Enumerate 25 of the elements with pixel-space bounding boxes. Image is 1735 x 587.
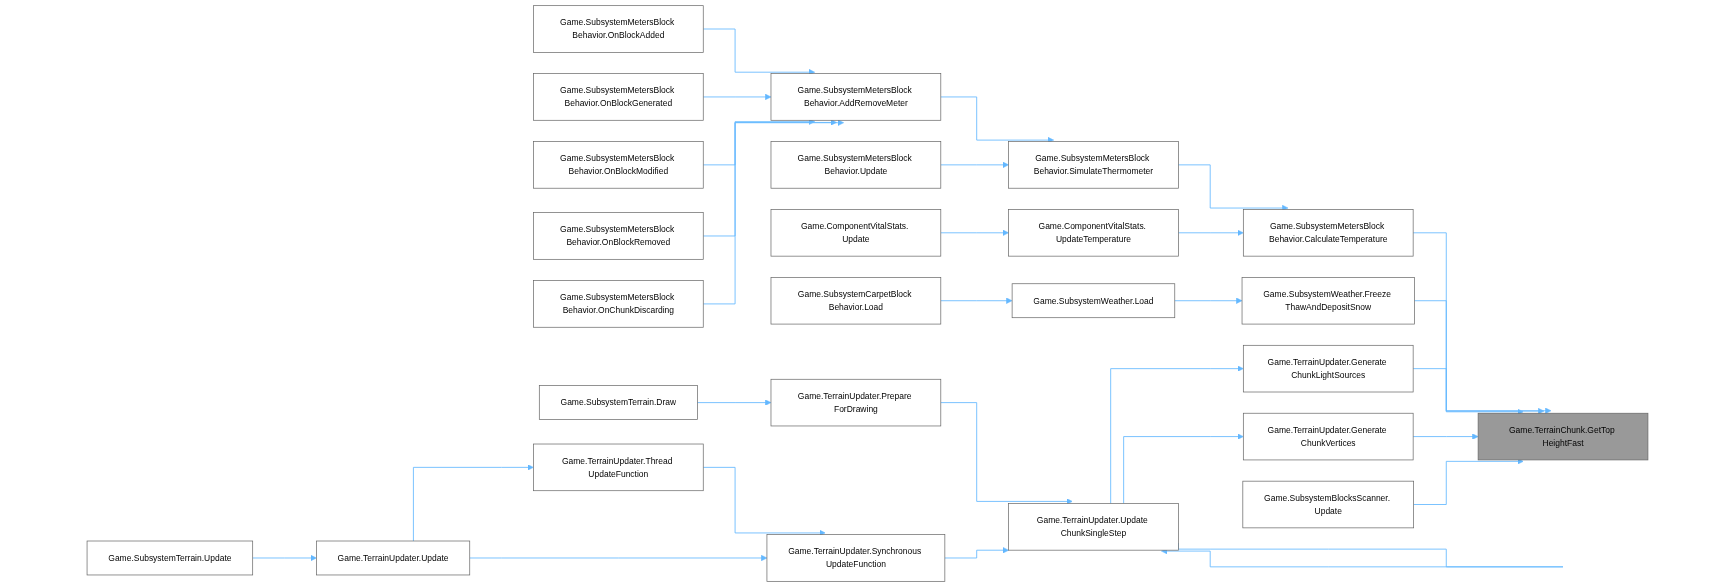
node-box: Game.SubsystemMetersBlock Behavior.OnChunkDiscarding bbox=[533, 280, 704, 328]
node-box: Game.SubsystemTerrain.Update bbox=[86, 540, 254, 576]
node-box: Game.SubsystemBlocksScanner. Update bbox=[1242, 480, 1414, 529]
node-box: Game.SubsystemMetersBlock Behavior.CalculateTemperature bbox=[1242, 209, 1414, 257]
node-box: Game.TerrainUpdater.Generate ChunkLightSources bbox=[1242, 344, 1414, 393]
node-box: Game.SubsystemMetersBlock Behavior.SimulateThermometer bbox=[1008, 141, 1179, 189]
node-box: Game.SubsystemMetersBlock Behavior.OnBlockGenerated bbox=[533, 73, 704, 121]
node-box: Game.SubsystemMetersBlock Behavior.AddRemoveMeter bbox=[770, 73, 942, 121]
node-box: Game.SubsystemMetersBlock Behavior.OnBlockRemoved bbox=[533, 212, 704, 260]
node-box: Game.SubsystemWeather.Load bbox=[1011, 283, 1176, 319]
node-box: Game.TerrainUpdater.Update ChunkSingleStep bbox=[1008, 503, 1179, 551]
node-box: Game.TerrainUpdater.Thread UpdateFunction bbox=[533, 443, 704, 492]
node-box: Game.TerrainChunk.GetTop HeightFast bbox=[1477, 412, 1649, 461]
node-box: Game.SubsystemMetersBlock Behavior.OnBlockAdded bbox=[533, 5, 704, 53]
node-box: Game.ComponentVitalStats. UpdateTemperature bbox=[1008, 209, 1179, 257]
node-box: Game.TerrainUpdater.Generate ChunkVertices bbox=[1242, 412, 1414, 461]
node-box: Game.SubsystemTerrain.Draw bbox=[538, 385, 698, 420]
node-box: Game.TerrainUpdater.Synchronous UpdateFunction bbox=[766, 534, 946, 582]
node-box: Game.SubsystemWeather.Freeze ThawAndDepositSnow bbox=[1241, 277, 1415, 325]
node-box: Game.SubsystemCarpetBlock Behavior.Load bbox=[770, 277, 942, 325]
node-box: Game.TerrainUpdater.Update bbox=[316, 540, 471, 576]
node-box: Game.ComponentVitalStats. Update bbox=[770, 209, 942, 257]
node-box: Game.SubsystemMetersBlock Behavior.OnBlockModified bbox=[533, 141, 704, 189]
node-box: Game.SubsystemMetersBlock Behavior.Update bbox=[770, 141, 942, 189]
node-box: Game.TerrainUpdater.Prepare ForDrawing bbox=[770, 378, 942, 427]
